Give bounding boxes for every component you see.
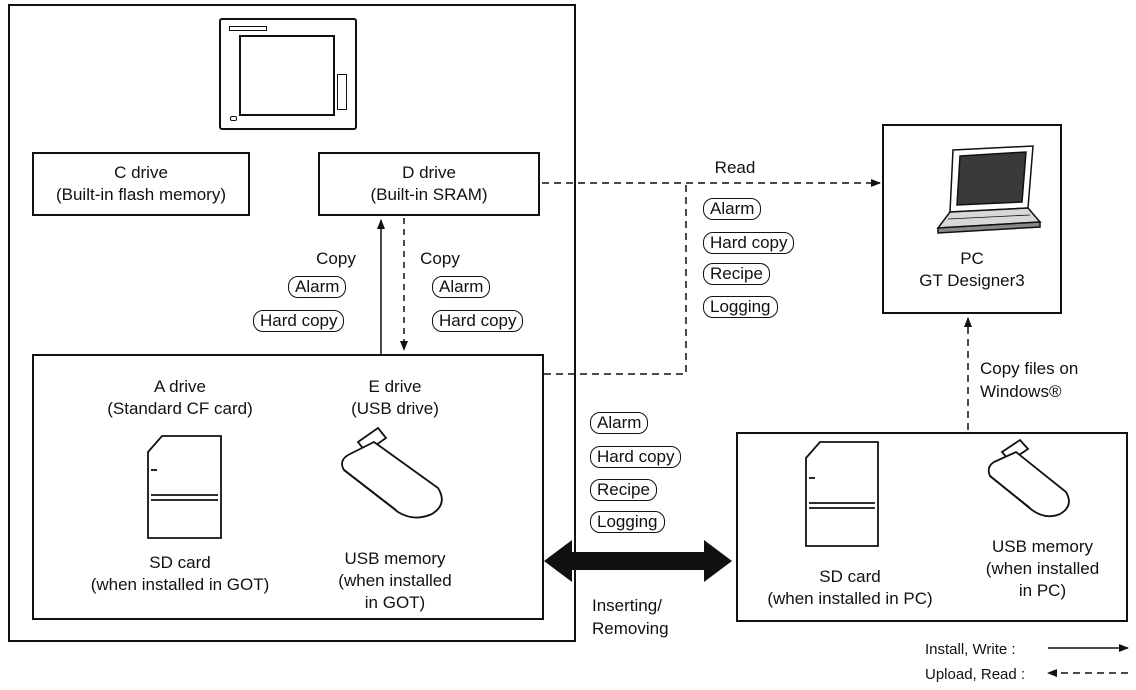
e-drive-subtitle: (USB drive): [351, 399, 439, 418]
read-alarm-tag: Alarm: [703, 198, 762, 220]
copy-down-alarm-tag: Alarm: [432, 276, 491, 298]
c-drive-box: [32, 152, 250, 216]
pc-software: GT Designer3: [919, 271, 1025, 290]
transfer-alarm-tag: Alarm: [590, 412, 649, 434]
transfer-recipe-tag: Recipe: [590, 479, 657, 501]
got-usb-memory-note2: in GOT): [364, 593, 426, 612]
pc-title: PC: [960, 249, 984, 268]
legend-upload-read: Upload, Read :: [925, 666, 1026, 683]
read-label: Read: [714, 158, 756, 177]
transfer-logging-tag: Logging: [590, 511, 665, 533]
copy-files-line1: Copy files on: [980, 359, 1079, 378]
d-drive-title: D drive: [402, 163, 456, 182]
got-sd-card-title: SD card: [149, 553, 211, 572]
got-usb-memory-note1: (when installed: [338, 571, 452, 590]
c-drive-title: C drive: [114, 163, 168, 182]
d-drive-subtitle: (Built-in SRAM): [370, 185, 488, 204]
pc-sd-card-title: SD card: [819, 567, 881, 586]
pc-usb-memory-note2: in PC): [1018, 581, 1067, 600]
pc-usb-memory-note1: (when installed: [985, 559, 1100, 578]
d-drive-box: [318, 152, 540, 216]
copy-up-alarm-tag: Alarm: [288, 276, 347, 298]
copy-down-label: Copy: [420, 249, 460, 268]
legend-install-write: Install, Write :: [925, 641, 1016, 658]
storage-box: [32, 354, 544, 620]
copy-files-line2: Windows®: [980, 382, 1062, 401]
got-usb-memory-title: USB memory: [344, 549, 446, 568]
c-drive-subtitle: (Built-in flash memory): [55, 185, 227, 204]
read-hardcopy-tag: Hard copy: [703, 232, 795, 254]
pc-usb-memory-title: USB memory: [991, 537, 1094, 556]
transfer-hardcopy-tag: Hard copy: [590, 446, 682, 468]
copy-up-hardcopy-tag: Hard copy: [253, 310, 345, 332]
transfer-label-line1: Inserting/: [592, 596, 662, 615]
copy-up-label: Copy: [316, 249, 356, 268]
read-recipe-tag: Recipe: [703, 263, 770, 285]
read-logging-tag: Logging: [703, 296, 778, 318]
e-drive-title: E drive: [368, 377, 422, 396]
got-device-illustration: [219, 18, 357, 130]
got-sd-card-note: (when installed in GOT): [90, 575, 270, 594]
a-drive-subtitle: (Standard CF card): [107, 399, 253, 418]
copy-down-hardcopy-tag: Hard copy: [432, 310, 524, 332]
pc-sd-card-note: (when installed in PC): [767, 589, 933, 608]
transfer-label-line2: Removing: [592, 619, 669, 638]
a-drive-title: A drive: [154, 377, 206, 396]
